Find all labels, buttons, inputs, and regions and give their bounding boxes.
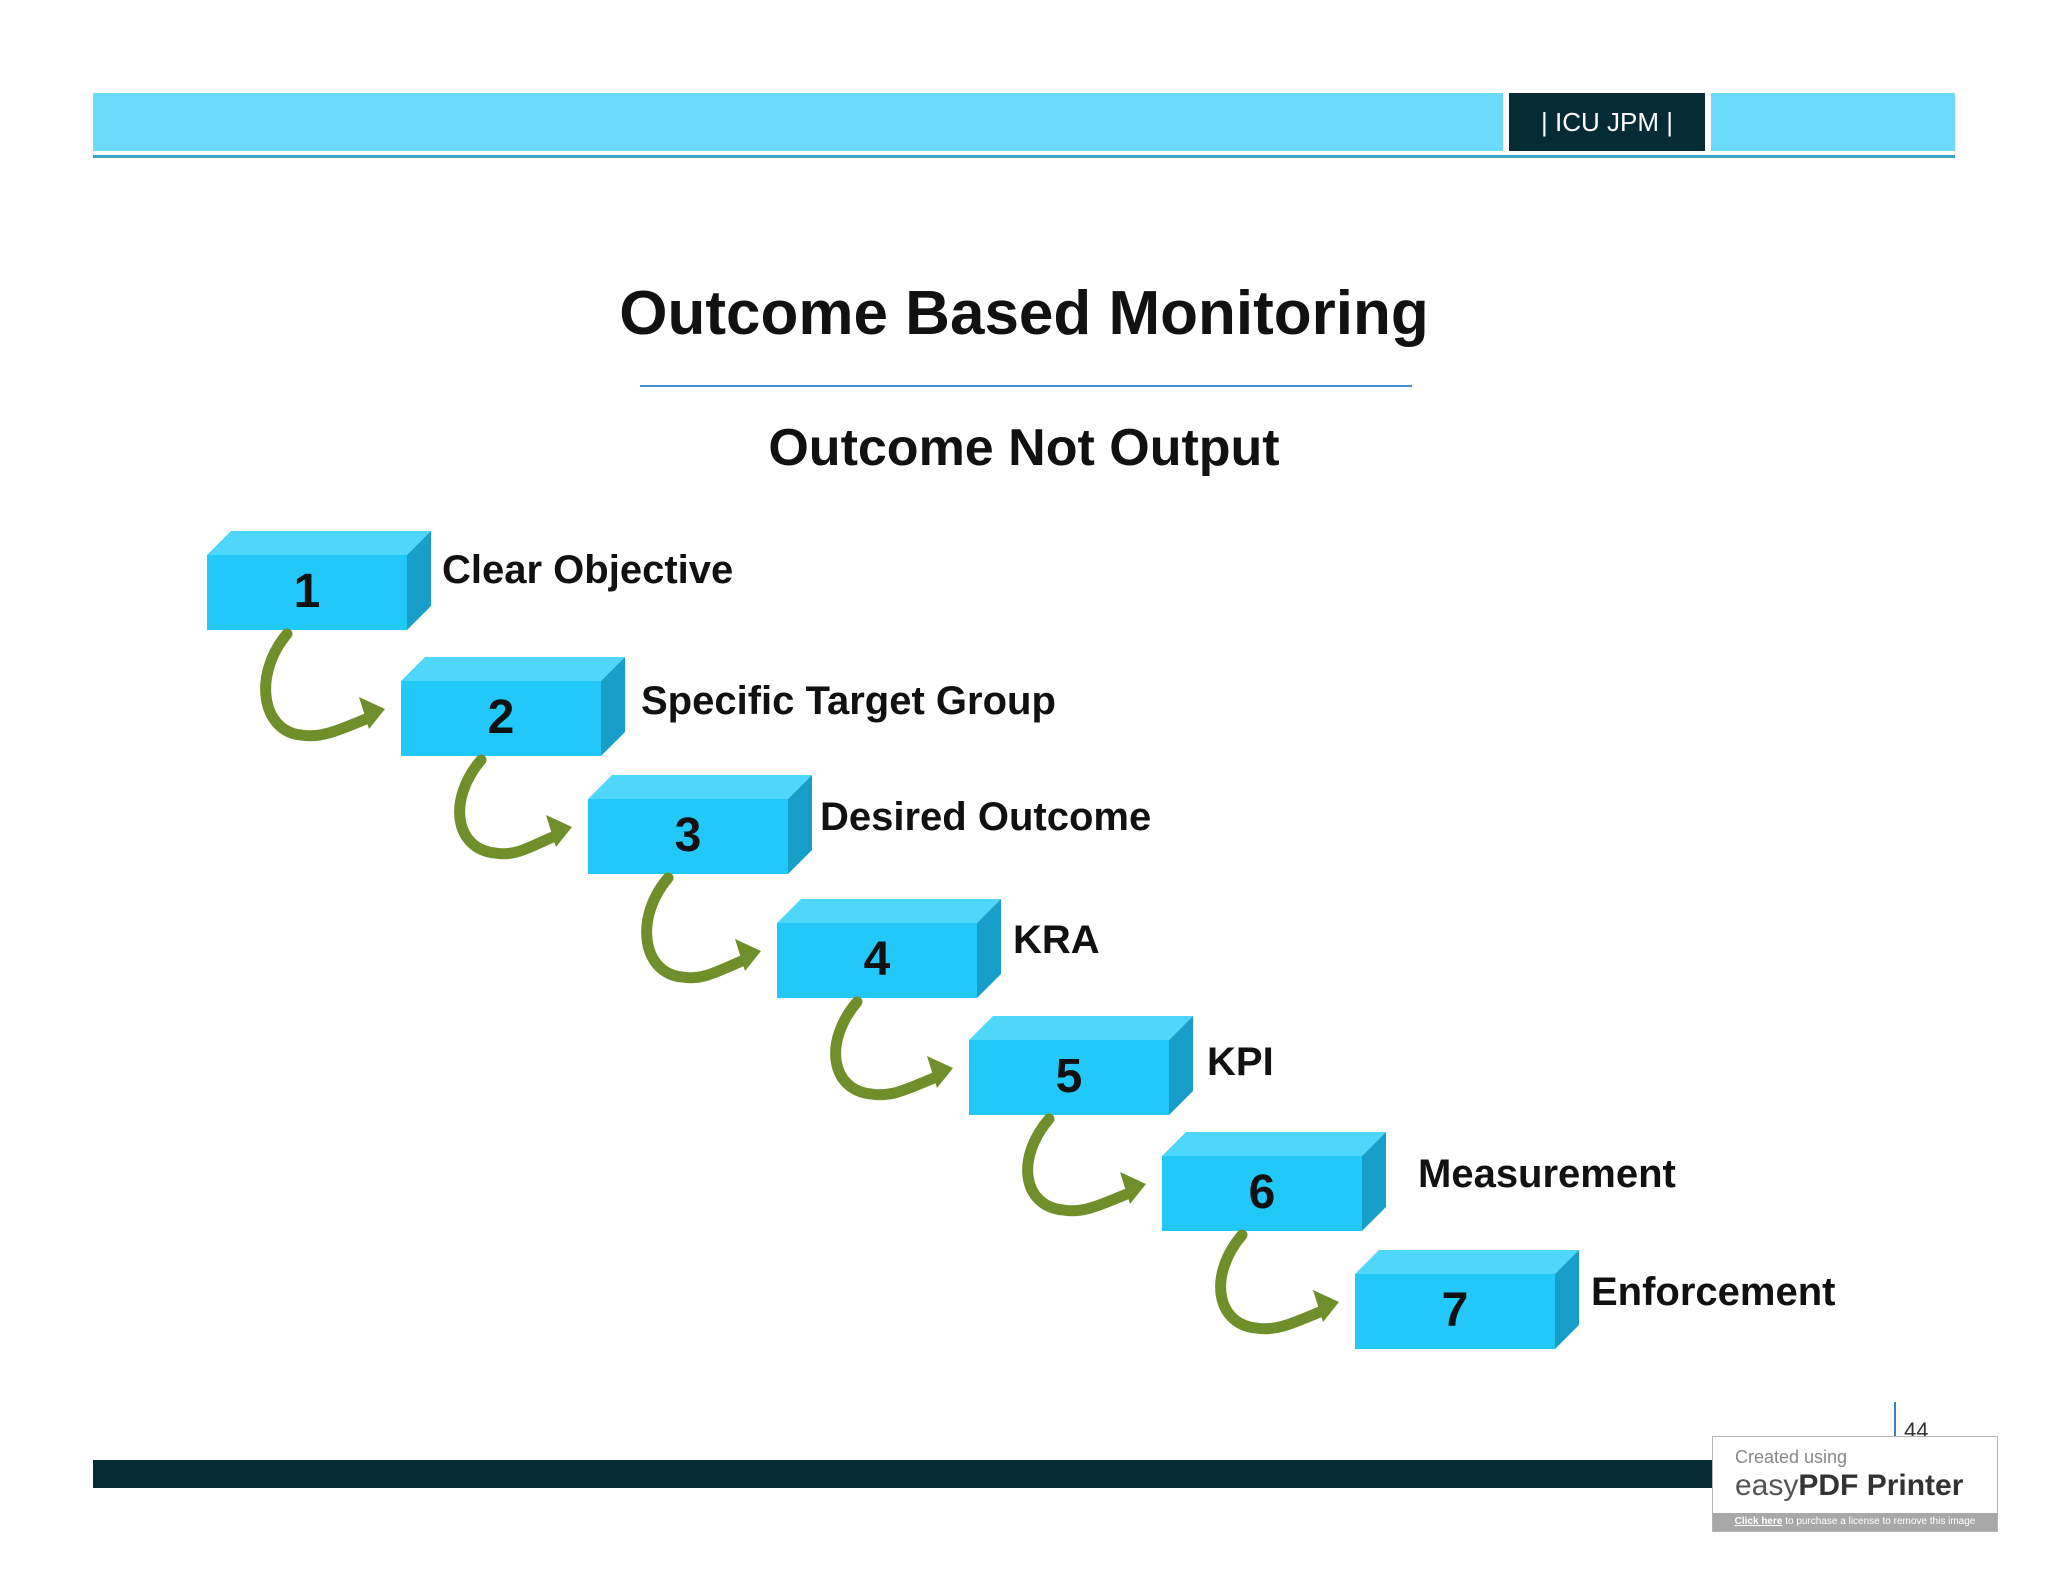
step-label-4: KRA xyxy=(1013,918,1100,962)
step-block-side xyxy=(407,531,431,630)
header-underline xyxy=(93,155,1955,158)
header-tag: | ICU JPM | xyxy=(1503,93,1711,151)
page-number-rule xyxy=(1894,1402,1896,1440)
arrowhead-icon xyxy=(1313,1290,1339,1322)
step-number: 2 xyxy=(488,691,515,744)
step-label-3: Desired Outcome xyxy=(820,795,1152,839)
step-number: 5 xyxy=(1056,1050,1083,1103)
step-label-7: Enforcement xyxy=(1591,1270,1836,1314)
watermark-footer: Click here to purchase a license to remo… xyxy=(1713,1513,1997,1531)
step-number: 1 xyxy=(294,565,321,618)
curved-arrow-icon xyxy=(454,754,564,860)
step-number: 7 xyxy=(1442,1284,1469,1337)
step-number: 4 xyxy=(864,933,891,986)
title-divider xyxy=(640,385,1412,387)
curved-arrow-icon xyxy=(1022,1113,1138,1217)
curved-arrow-icon xyxy=(830,996,945,1101)
watermark-brand: easyPDF Printer xyxy=(1735,1469,1964,1502)
step-label-1: Clear Objective xyxy=(442,548,734,592)
slide-subtitle: Outcome Not Output xyxy=(768,419,1280,477)
arrowhead-icon xyxy=(359,697,385,729)
step-block xyxy=(969,1040,1169,1115)
step-block xyxy=(777,923,977,998)
step-block-top xyxy=(588,775,812,799)
step-block-side xyxy=(977,899,1001,998)
step-block xyxy=(1162,1156,1362,1231)
watermark-link[interactable]: Click here xyxy=(1734,1516,1783,1527)
step-label-6: Measurement xyxy=(1418,1152,1676,1196)
step-number: 6 xyxy=(1249,1166,1276,1219)
watermark-line1: Created using xyxy=(1735,1447,1848,1467)
step-block-side xyxy=(1362,1132,1386,1231)
arrowhead-icon xyxy=(546,815,572,847)
step-block xyxy=(1355,1274,1555,1349)
step-block-side xyxy=(1169,1016,1193,1115)
step-block-top xyxy=(1162,1132,1386,1156)
curved-arrow-icon xyxy=(260,628,377,742)
step-block-top xyxy=(1355,1250,1579,1274)
step-label-5: KPI xyxy=(1207,1040,1274,1084)
curved-arrow-icon xyxy=(1215,1229,1331,1335)
step-block-side xyxy=(1555,1250,1579,1349)
arrowhead-icon xyxy=(927,1056,953,1088)
arrowhead-icon xyxy=(1120,1172,1146,1204)
step-block-side xyxy=(788,775,812,874)
step-block-top xyxy=(207,531,431,555)
step-block-side xyxy=(601,657,625,756)
step-block xyxy=(207,555,407,630)
watermark-stamp[interactable]: Created using easyPDF Printer Click here… xyxy=(1712,1436,1998,1532)
step-block xyxy=(401,681,601,756)
step-block-top xyxy=(401,657,625,681)
step-number: 3 xyxy=(675,809,702,862)
step-block xyxy=(588,799,788,874)
step-block-top xyxy=(777,899,1001,923)
footer-bar xyxy=(93,1460,1713,1488)
arrowhead-icon xyxy=(735,939,761,971)
step-block-top xyxy=(969,1016,1193,1040)
curved-arrow-icon xyxy=(641,872,753,984)
step-label-2: Specific Target Group xyxy=(641,679,1056,723)
slide-title: Outcome Based Monitoring xyxy=(619,279,1429,348)
